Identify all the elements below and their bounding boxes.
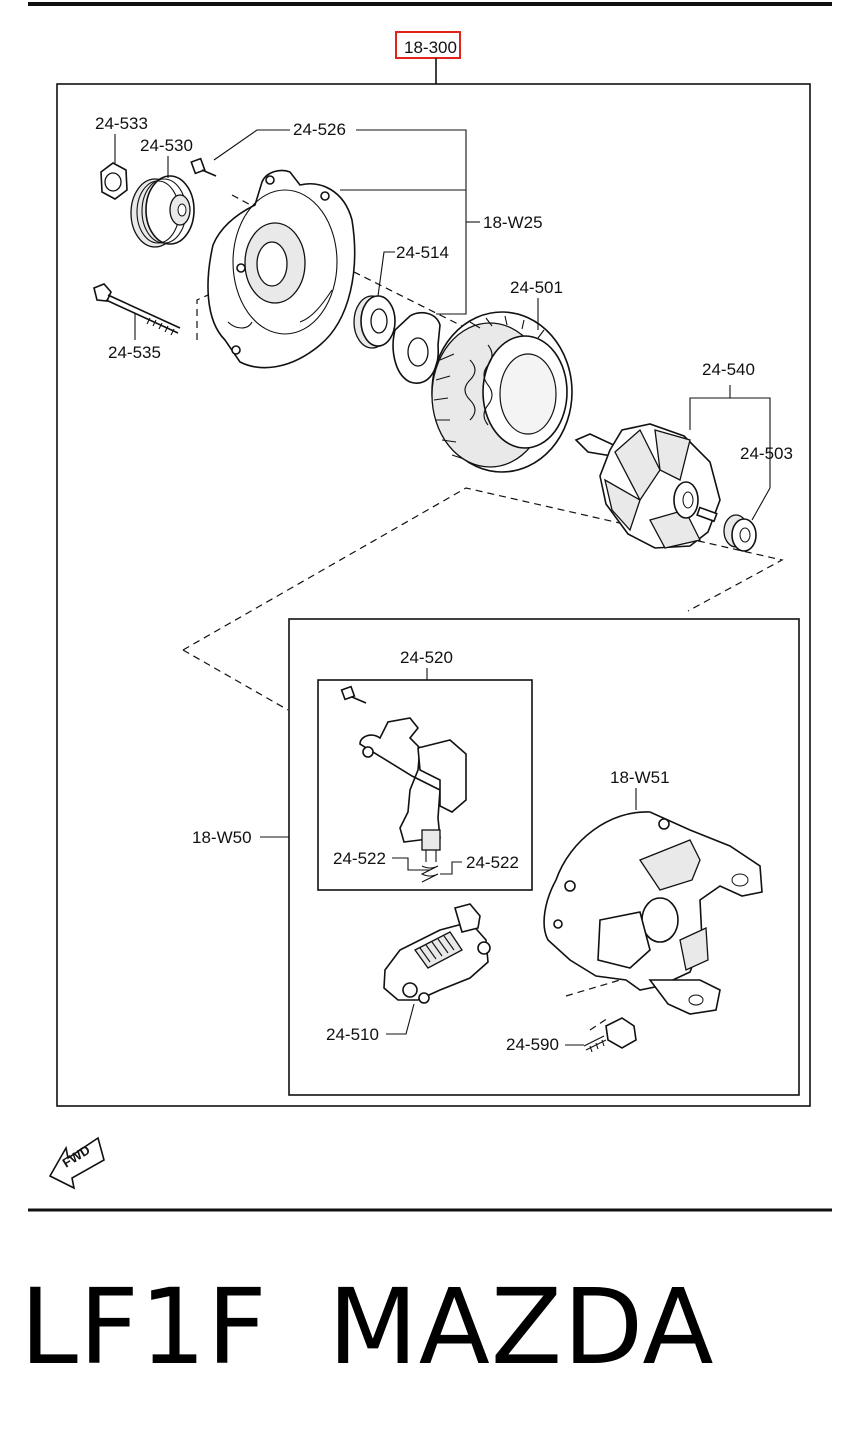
label-18-W25: 18-W25 [483, 213, 543, 232]
front-bracket[interactable] [207, 169, 356, 369]
label-24-522-left: 24-522 [333, 849, 386, 868]
label-24-503: 24-503 [740, 444, 793, 463]
w50-frame [288, 618, 800, 1096]
label-24-510: 24-510 [326, 1025, 379, 1044]
model-code: LF1F [20, 1266, 268, 1388]
nut-24-533[interactable] [100, 162, 128, 200]
bearing-retainer-plate[interactable] [392, 311, 441, 384]
brush-holder-frame [317, 679, 533, 891]
label-24-522-right: 24-522 [466, 853, 519, 872]
terminal-24-590[interactable] [583, 1017, 637, 1053]
rotor-24-540[interactable] [574, 423, 721, 549]
bolt-24-535[interactable] [93, 283, 181, 336]
label-24-514: 24-514 [396, 243, 449, 262]
label-24-533: 24-533 [95, 114, 148, 133]
brand-name: MAZDA [328, 1266, 715, 1388]
bearing-24-503[interactable] [723, 514, 757, 552]
label-24-530: 24-530 [140, 136, 193, 155]
rectifier-24-510[interactable] [383, 903, 491, 1004]
rear-bracket-18-W51[interactable] [543, 811, 763, 1015]
label-24-526: 24-526 [293, 120, 346, 139]
label-18-W50: 18-W50 [192, 828, 252, 847]
pulley-24-530[interactable] [130, 175, 195, 248]
label-24-501: 24-501 [510, 278, 563, 297]
outer-frame [56, 83, 811, 1107]
screw-24-526[interactable] [190, 157, 217, 177]
fwd-arrow-icon: FWD [48, 1136, 105, 1190]
assembly-ref-callout[interactable]: 18-300 [395, 31, 461, 59]
label-24-590: 24-590 [506, 1035, 559, 1054]
brush-holder-24-520[interactable] [340, 685, 467, 883]
stator-24-501[interactable] [431, 311, 573, 473]
bearing-24-514[interactable] [353, 295, 396, 349]
label-24-540: 24-540 [702, 360, 755, 379]
label-24-520: 24-520 [400, 648, 453, 667]
label-24-535: 24-535 [108, 343, 161, 362]
assembly-ref-label: 18-300 [404, 38, 457, 57]
label-18-W51: 18-W51 [610, 768, 670, 787]
